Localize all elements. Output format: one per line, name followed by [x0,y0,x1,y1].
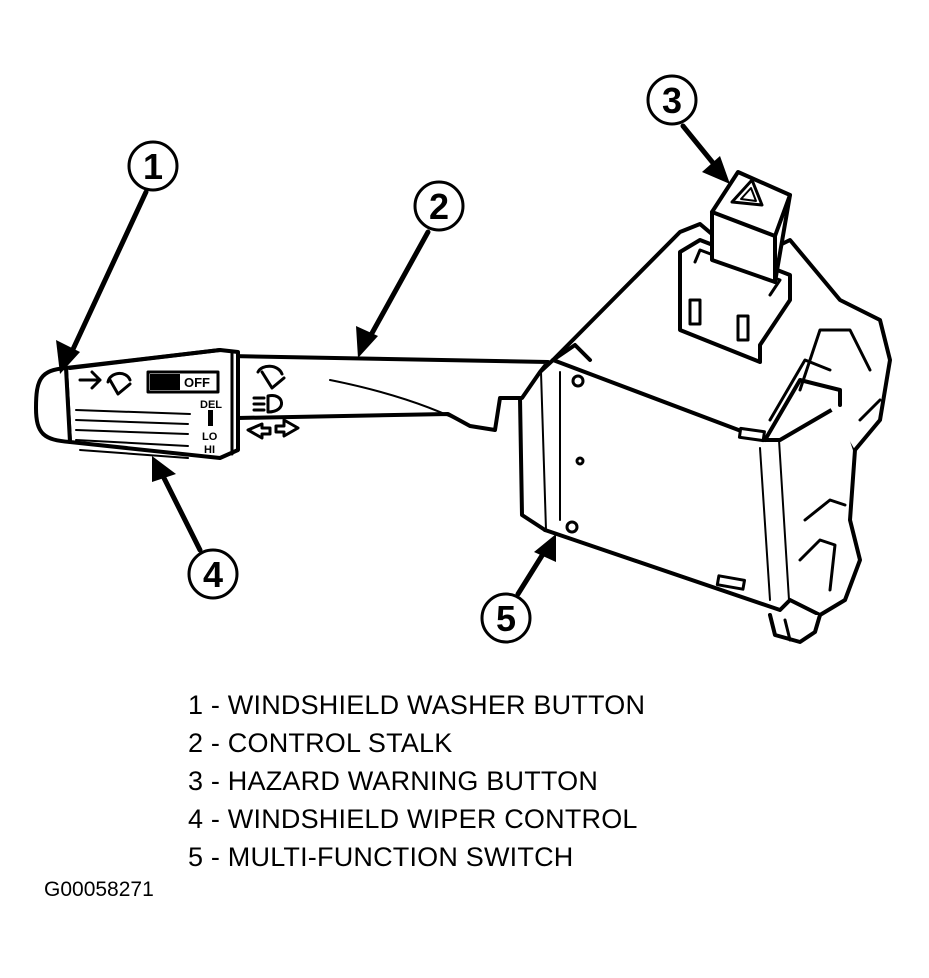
callout-2-number: 2 [429,186,449,227]
wiper-icon [256,364,286,390]
legend-item-4: 4 - WINDSHIELD WIPER CONTROL [188,804,638,834]
callout-4-number: 4 [203,554,223,595]
knob-label-del: DEL [200,399,222,411]
washer-icon [78,370,102,390]
callout-5-number: 5 [496,598,516,639]
hazard-triangle-icon [730,178,764,207]
turn-arrow-icon [246,418,300,440]
headlamp-icon [252,394,283,414]
knob-label-lo: LO [202,431,218,443]
legend-item-2: 2 - CONTROL STALK [188,728,453,758]
multifunction-switch-diagram: 1 2 3 4 5 OFF DEL LO HI [34,74,892,644]
legend-item-1: 1 - WINDSHIELD WASHER BUTTON [188,690,646,720]
windshield-washer-button[interactable] [34,366,72,444]
control-stalk[interactable] [228,354,550,440]
hazard-warning-button[interactable] [678,170,792,364]
legend-list: 1 - WINDSHIELD WASHER BUTTON 2 - CONTROL… [188,686,645,876]
legend-item-3: 3 - HAZARD WARNING BUTTON [188,766,599,796]
callout-3-number: 3 [662,80,682,121]
knob-label-off: OFF [184,375,210,390]
callout-circles [127,74,698,644]
figure-id: G00058271 [44,878,154,901]
callout-1-number: 1 [143,146,163,187]
multifunction-switch-body [518,222,892,644]
wiper-icon [106,372,132,396]
arrowheads [56,156,730,562]
knob-label-hi: HI [204,444,215,456]
legend-item-5: 5 - MULTI-FUNCTION SWITCH [188,842,574,872]
